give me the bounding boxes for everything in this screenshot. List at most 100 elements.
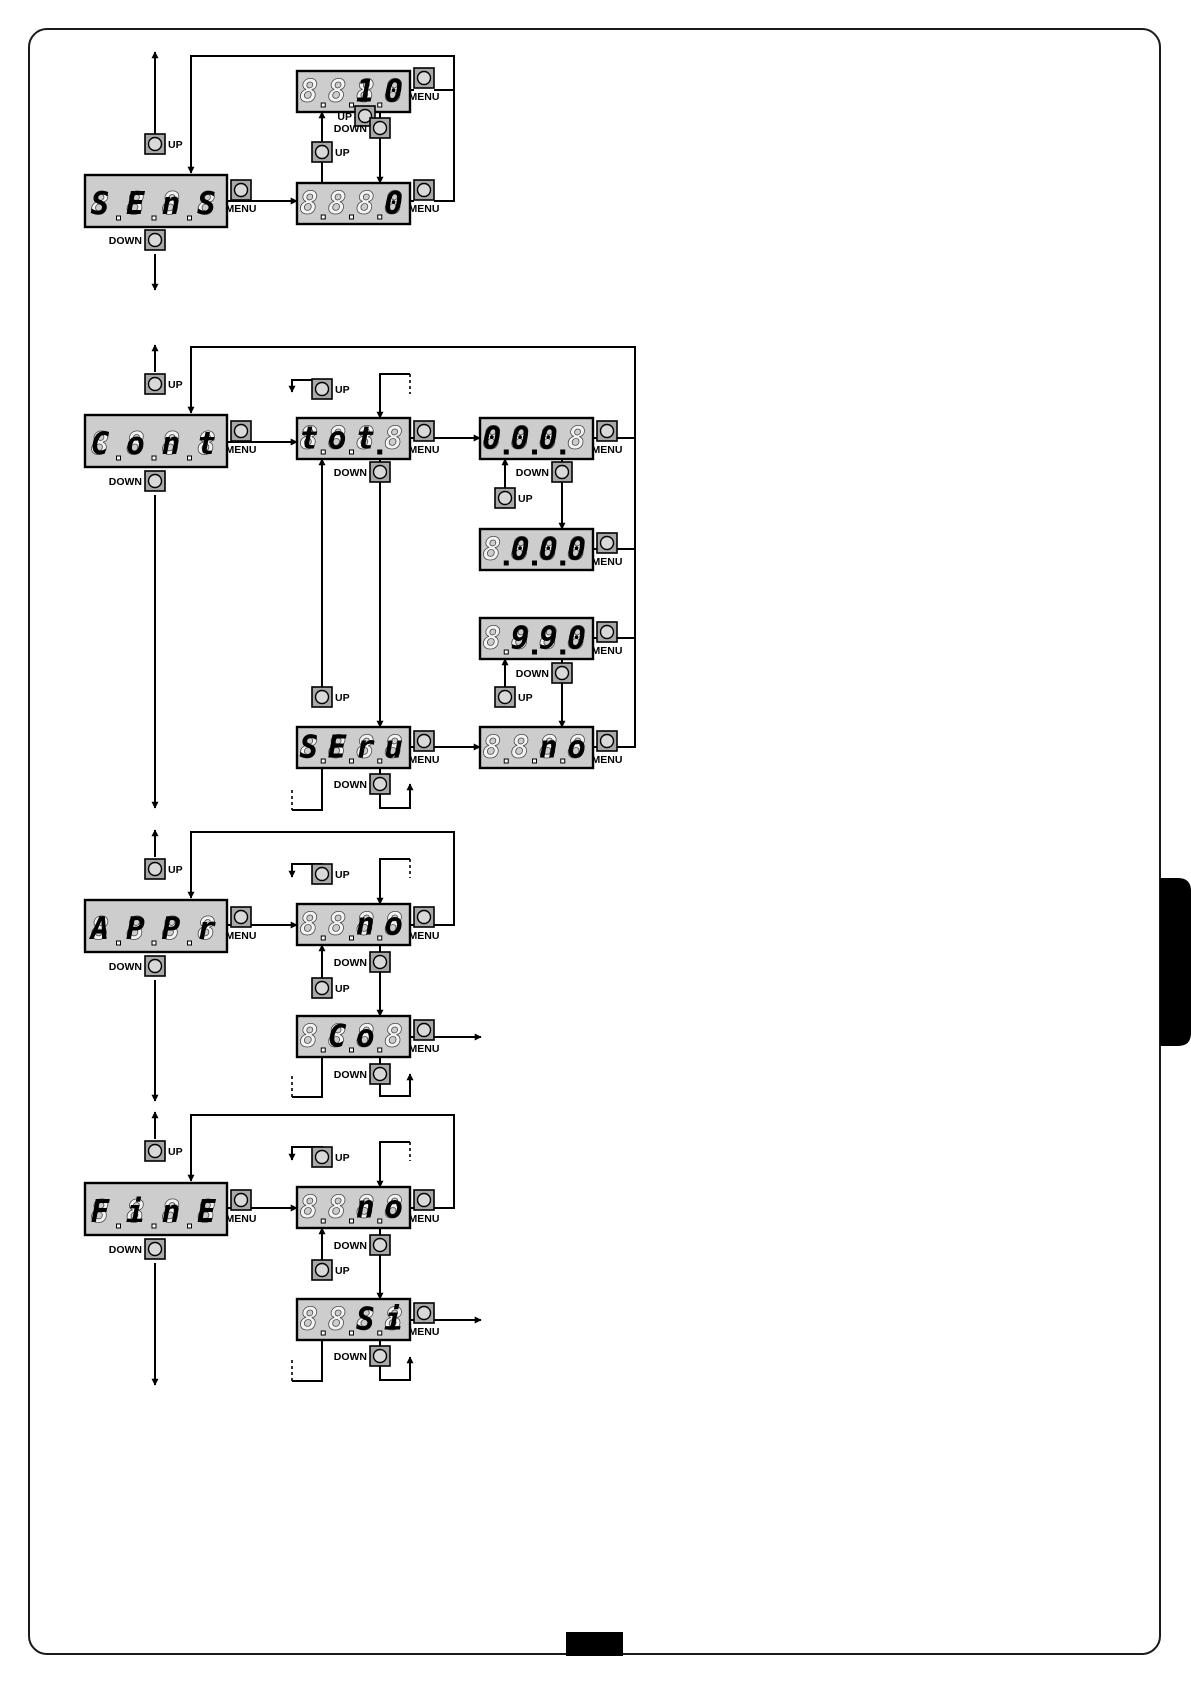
up-button[interactable]: UP: [311, 977, 350, 999]
decimal-dot: [320, 449, 326, 455]
up-button[interactable]: UP: [311, 686, 350, 708]
button-icon: [599, 733, 615, 749]
menu-button[interactable]: MENU: [409, 1302, 440, 1338]
down-button[interactable]: DOWN: [334, 1063, 391, 1085]
down-button[interactable]: DOWN: [334, 1345, 391, 1367]
button-icon: [314, 689, 330, 705]
menu-button[interactable]: MENU: [592, 420, 623, 456]
button-icon: [314, 1262, 330, 1278]
segment-digit: o: [126, 426, 145, 462]
menu-button[interactable]: MENU: [409, 1189, 440, 1225]
button-icon: [314, 144, 330, 160]
decimal-dot: [560, 758, 566, 764]
segment-ghost: 8: [384, 1302, 403, 1338]
up-button[interactable]: UP: [311, 1146, 350, 1168]
decimal-dot: [187, 1223, 192, 1229]
button-icon: [233, 182, 249, 198]
menu-button[interactable]: MENU: [409, 906, 440, 942]
down-button[interactable]: DOWN: [109, 955, 166, 977]
menu-button[interactable]: MENU: [226, 179, 257, 215]
flow-line: [617, 347, 636, 748]
segment-digit: C: [328, 1019, 347, 1055]
down-button[interactable]: DOWN: [516, 461, 573, 483]
segment-digit: n: [162, 186, 181, 222]
segment-digit: 9: [539, 621, 558, 657]
button-icon: [416, 1305, 432, 1321]
up-button[interactable]: UP: [311, 863, 350, 885]
segment-ghost: 8: [91, 1194, 110, 1230]
segment-ghost: 8: [511, 532, 530, 568]
up-button[interactable]: UP: [144, 858, 183, 880]
down-button[interactable]: DOWN: [334, 461, 391, 483]
up-button[interactable]: UP: [144, 1140, 183, 1162]
button-icon: [147, 473, 163, 489]
down-button[interactable]: DOWN: [334, 117, 391, 139]
segment-ghost: 8: [126, 1194, 145, 1230]
menu-button[interactable]: MENU: [226, 1189, 257, 1225]
down-button[interactable]: DOWN: [109, 229, 166, 251]
menu-button[interactable]: MENU: [592, 532, 623, 568]
segment-ghost: 8: [384, 1019, 403, 1055]
menu-button[interactable]: MENU: [592, 730, 623, 766]
menu-button[interactable]: MENU: [409, 1019, 440, 1055]
button-icon: [147, 376, 163, 392]
segment-digit: 0: [539, 532, 558, 568]
menu-button[interactable]: MENU: [226, 420, 257, 456]
segment-ghost: 8: [300, 186, 319, 222]
menu-button[interactable]: MENU: [409, 420, 440, 456]
down-button[interactable]: DOWN: [334, 773, 391, 795]
segment-digit: F: [91, 1194, 111, 1230]
segment-ghost: 8: [328, 186, 347, 222]
decimal-dot: [116, 940, 121, 946]
segment-digit: t: [197, 426, 216, 462]
button-label: DOWN: [516, 668, 549, 680]
button-icon: [599, 423, 615, 439]
segment-ghost: 8: [91, 426, 110, 462]
decimal-dot: [377, 449, 383, 455]
flow-line: [376, 373, 410, 419]
menu-button[interactable]: MENU: [226, 906, 257, 942]
segment-ghost: 8: [384, 186, 403, 222]
decimal-dot: [532, 758, 537, 764]
segment-ghost: 8: [356, 186, 375, 222]
down-button[interactable]: DOWN: [109, 470, 166, 492]
segment-ghost: 8: [483, 532, 502, 568]
button-icon: [233, 909, 249, 925]
menu-button[interactable]: MENU: [592, 621, 623, 657]
segment-ghost: 8: [328, 421, 347, 457]
decimal-dot: [320, 1047, 326, 1053]
segment-ghost: 8: [162, 186, 181, 222]
button-label: UP: [335, 384, 350, 396]
down-button[interactable]: DOWN: [334, 1234, 391, 1256]
down-button[interactable]: DOWN: [334, 951, 391, 973]
up-button[interactable]: UP: [494, 487, 533, 509]
up-button[interactable]: UP: [494, 686, 533, 708]
up-button[interactable]: UP: [311, 378, 350, 400]
segment-ghost: 8: [197, 186, 216, 222]
segment-ghost: 8: [539, 621, 558, 657]
up-button[interactable]: UP: [311, 1259, 350, 1281]
flow-line: [292, 1057, 323, 1098]
up-button[interactable]: UP: [144, 133, 183, 155]
up-button[interactable]: UP: [144, 373, 183, 395]
segment-digit: o: [567, 730, 586, 766]
segment-digit: i: [126, 1194, 145, 1230]
button-icon: [314, 381, 330, 397]
down-button[interactable]: DOWN: [516, 662, 573, 684]
up-button[interactable]: UP: [311, 141, 350, 163]
down-button[interactable]: DOWN: [109, 1238, 166, 1260]
decimal-dot: [532, 449, 537, 455]
button-icon: [372, 776, 388, 792]
segment-ghost: 8: [356, 1019, 375, 1055]
button-label: UP: [335, 869, 350, 881]
menu-button[interactable]: MENU: [409, 730, 440, 766]
decimal-dot: [187, 215, 192, 221]
menu-button[interactable]: MENU: [409, 179, 440, 215]
button-label: DOWN: [109, 235, 142, 247]
menu-button[interactable]: MENU: [409, 67, 440, 103]
